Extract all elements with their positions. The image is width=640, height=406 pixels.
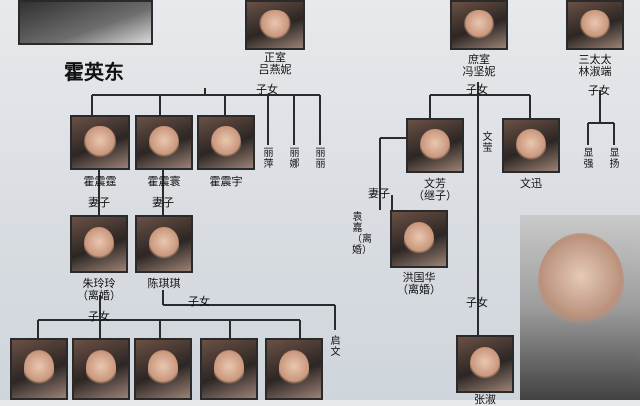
daughter-3-name: 丽丽 [315,148,326,170]
grandchild-4-photo [200,338,258,400]
grandchild-1-photo [10,338,68,400]
hong-guohua-note: （离婚） [397,283,441,296]
wenxun-photo [502,118,560,173]
children-label-feng: 子女 [466,83,488,96]
zhu-lingling-name: 朱玲玲 [82,277,116,290]
lu-yanni-role: 正室 [264,51,286,64]
chen-qiqi-name: 陈琪琪 [147,277,181,290]
grandchild-3-photo [134,338,192,400]
feng-jianni-name: 冯坚妮 [462,65,496,78]
son-1-name: 显强 [583,148,594,170]
wenfang-note: （继子） [413,189,457,202]
wen-ying-daughter-photo [456,335,514,393]
huo-zhenting-name: 霍震霆 [83,175,117,188]
huo-zhenyu-name: 霍震宇 [209,175,243,188]
son-2-name: 显扬 [609,148,620,170]
children-label-lu: 子女 [256,83,278,96]
daughter-2-name: 丽娜 [289,148,300,170]
children-label-wenying: 子女 [466,296,488,309]
huo-zhenting-photo [70,115,130,170]
qi-wen-name: 启文 [330,336,341,358]
lu-yanni-name: 吕燕妮 [258,63,292,76]
wife-label-zhenhuan: 妻子 [152,196,174,209]
zhang-shu-name: 张淑 [474,393,496,406]
lin-shuduan-role: 三太太 [578,53,612,66]
huo-yingdong-photo [18,0,153,45]
hong-guohua-photo [390,210,448,268]
huo-zhenhuan-name: 霍震寰 [147,175,181,188]
zhu-lingling-note: （离婚） [77,289,121,302]
wenfang-photo [406,118,464,173]
wenfang-name: 文芳 [424,177,446,190]
wife-label-wenfang: 妻子 [368,187,390,200]
feng-jianni-role: 庶室 [468,53,490,66]
grandchild-2-photo [72,338,130,400]
children-label-chen: 子女 [188,295,210,308]
lin-shuduan-photo [566,0,624,50]
huo-yingdong-large-photo [520,215,640,400]
huo-zhenyu-photo [197,115,255,170]
wenxun-name: 文迅 [520,177,542,190]
lu-yanni-photo [245,0,305,50]
children-label-lin: 子女 [588,84,610,97]
zhu-lingling-photo [70,215,128,273]
huo-yingdong-name: 霍英东 [64,60,124,84]
children-label-zhu: 子女 [88,310,110,323]
daughter-1-name: 丽萍 [263,148,274,170]
yuan-jia-name: 袁嘉（离婚） [352,212,372,256]
feng-jianni-photo [450,0,508,50]
hong-guohua-name: 洪国华 [402,271,436,284]
lin-shuduan-name: 林淑端 [578,65,612,78]
huo-zhenhuan-photo [135,115,193,170]
wife-label-zhenting: 妻子 [88,196,110,209]
chen-qiqi-photo [135,215,193,273]
wen-ying-name: 文莹 [482,132,493,154]
grandchild-5-photo [265,338,323,400]
